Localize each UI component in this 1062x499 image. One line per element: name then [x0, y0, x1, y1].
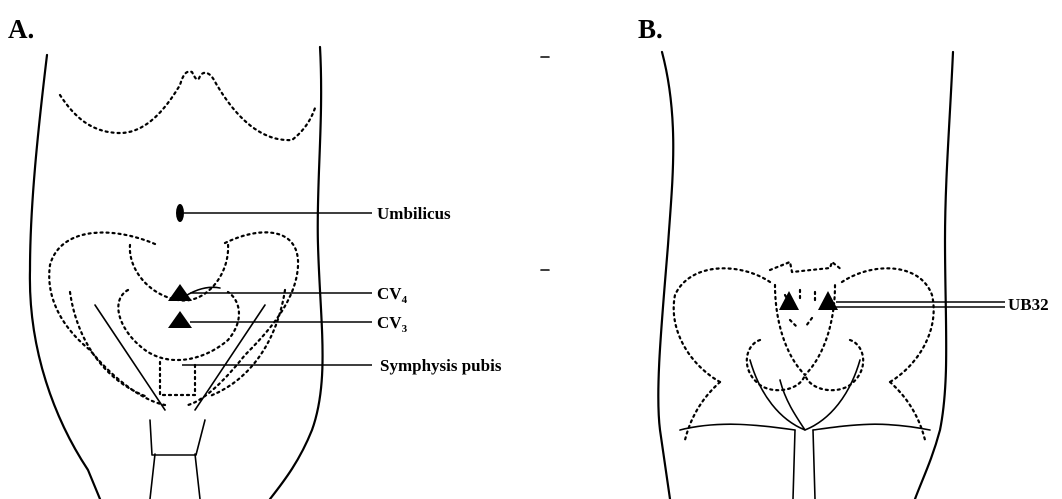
ub32-label: UB32 — [1008, 295, 1049, 314]
panel-b-torso-outline — [658, 52, 953, 499]
ub32-left-marker — [779, 291, 799, 310]
symphysis-label: Symphysis pubis — [380, 356, 502, 375]
umbilicus-label: Umbilicus — [377, 204, 451, 223]
panel-b-label: B. — [638, 14, 663, 44]
pelvis-outline-back — [674, 262, 934, 440]
cv4-label-main: CV — [377, 284, 402, 303]
panel-a: A. Umbilicus — [8, 14, 549, 499]
cv3-marker — [168, 311, 192, 328]
cv3-label-main: CV — [377, 313, 402, 332]
umbilicus-marker — [176, 204, 184, 222]
cv4-marker — [168, 284, 192, 301]
panel-a-torso-outline — [30, 47, 323, 499]
cv3-label: CV3 — [377, 313, 408, 335]
rib-cage-line — [60, 72, 316, 141]
cv3-label-subscript: 3 — [402, 323, 408, 335]
cv4-label-subscript: 4 — [402, 294, 408, 306]
panel-a-label: A. — [8, 14, 34, 44]
cv4-label: CV4 — [377, 284, 408, 306]
panel-b: B. UB32 — [638, 14, 1049, 499]
